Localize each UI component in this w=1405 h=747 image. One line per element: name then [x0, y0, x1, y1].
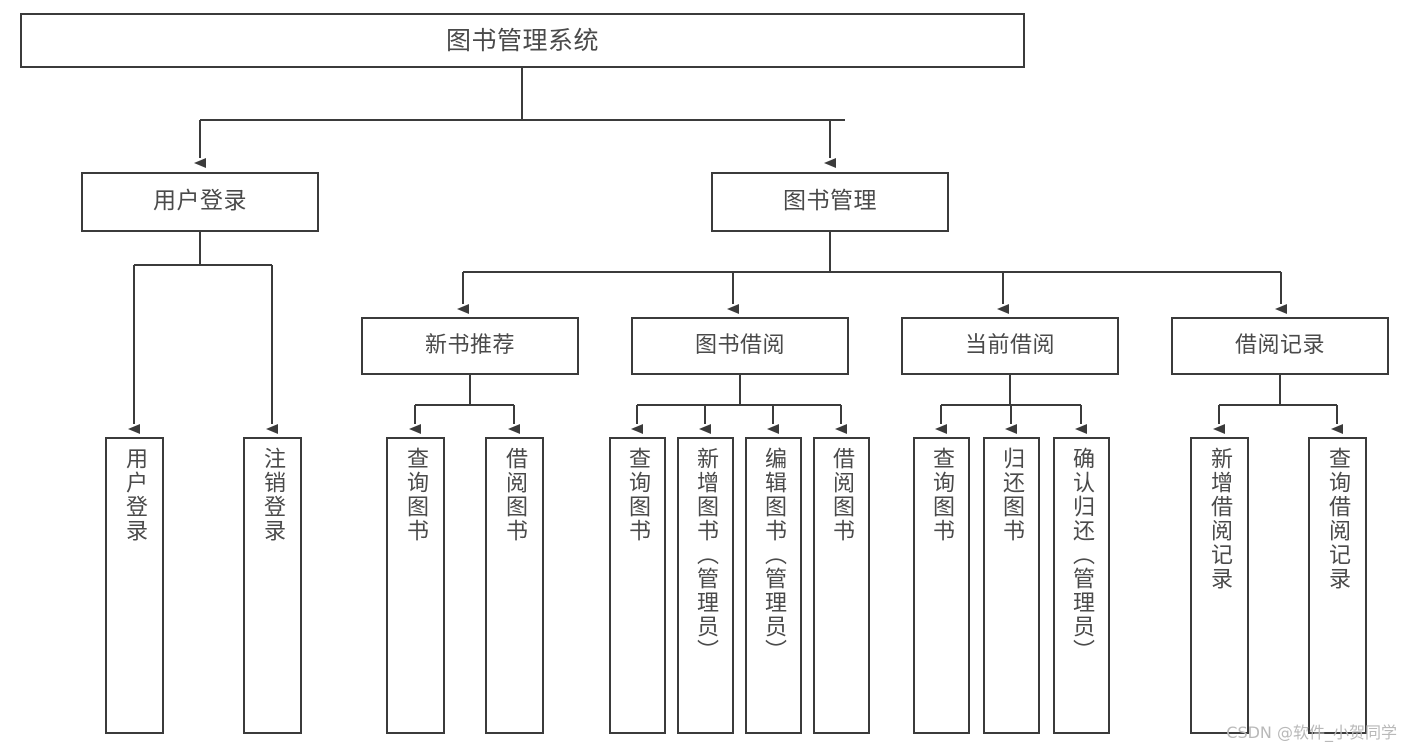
node-leaf-return-book-label: 归还图书 [999, 447, 1025, 543]
node-book-management[interactable]: 图书管理 [711, 172, 949, 232]
node-leaf-query-book-3[interactable]: 查询图书 [913, 437, 970, 734]
node-current-borrow-label: 当前借阅 [964, 333, 1055, 359]
node-book-management-label: 图书管理 [783, 188, 877, 215]
node-leaf-confirm-return-admin[interactable]: 确认归还（管理员） [1053, 437, 1110, 734]
node-leaf-query-book-2-label: 查询图书 [625, 447, 651, 543]
node-user-login[interactable]: 用户登录 [81, 172, 319, 232]
node-leaf-query-borrow-record-label: 查询借阅记录 [1325, 447, 1351, 591]
node-leaf-query-book-2[interactable]: 查询图书 [609, 437, 666, 734]
node-leaf-add-book-admin[interactable]: 新增图书（管理员） [677, 437, 734, 734]
node-root-label: 图书管理系统 [445, 25, 599, 55]
node-user-login-label: 用户登录 [153, 188, 247, 215]
node-leaf-add-borrow-record-label: 新增借阅记录 [1207, 447, 1233, 591]
node-new-book-recommend[interactable]: 新书推荐 [361, 317, 579, 375]
node-leaf-logout-login[interactable]: 注销登录 [243, 437, 302, 734]
node-leaf-confirm-return-admin-label: 确认归还（管理员） [1069, 447, 1095, 663]
node-leaf-query-book-1[interactable]: 查询图书 [386, 437, 445, 734]
node-leaf-borrow-book-1-label: 借阅图书 [502, 447, 528, 543]
node-leaf-user-login-label: 用户登录 [122, 447, 148, 543]
node-leaf-edit-book-admin[interactable]: 编辑图书（管理员） [745, 437, 802, 734]
node-book-borrow-label: 图书借阅 [694, 333, 785, 359]
node-borrow-record-label: 借阅记录 [1234, 333, 1325, 359]
node-leaf-borrow-book-2-label: 借阅图书 [829, 447, 855, 543]
node-leaf-add-book-admin-label: 新增图书（管理员） [693, 447, 719, 663]
node-leaf-borrow-book-2[interactable]: 借阅图书 [813, 437, 870, 734]
node-current-borrow[interactable]: 当前借阅 [901, 317, 1119, 375]
node-book-borrow[interactable]: 图书借阅 [631, 317, 849, 375]
node-leaf-add-borrow-record[interactable]: 新增借阅记录 [1190, 437, 1249, 734]
watermark-text: CSDN @软件_小贺同学 [1226, 723, 1397, 742]
node-leaf-logout-login-label: 注销登录 [260, 447, 286, 543]
node-leaf-borrow-book-1[interactable]: 借阅图书 [485, 437, 544, 734]
node-leaf-edit-book-admin-label: 编辑图书（管理员） [761, 447, 787, 663]
node-borrow-record[interactable]: 借阅记录 [1171, 317, 1389, 375]
node-leaf-return-book[interactable]: 归还图书 [983, 437, 1040, 734]
node-leaf-user-login[interactable]: 用户登录 [105, 437, 164, 734]
node-leaf-query-book-1-label: 查询图书 [403, 447, 429, 543]
node-leaf-query-book-3-label: 查询图书 [929, 447, 955, 543]
node-new-book-recommend-label: 新书推荐 [424, 333, 515, 359]
node-root[interactable]: 图书管理系统 [20, 13, 1025, 68]
node-leaf-query-borrow-record[interactable]: 查询借阅记录 [1308, 437, 1367, 734]
